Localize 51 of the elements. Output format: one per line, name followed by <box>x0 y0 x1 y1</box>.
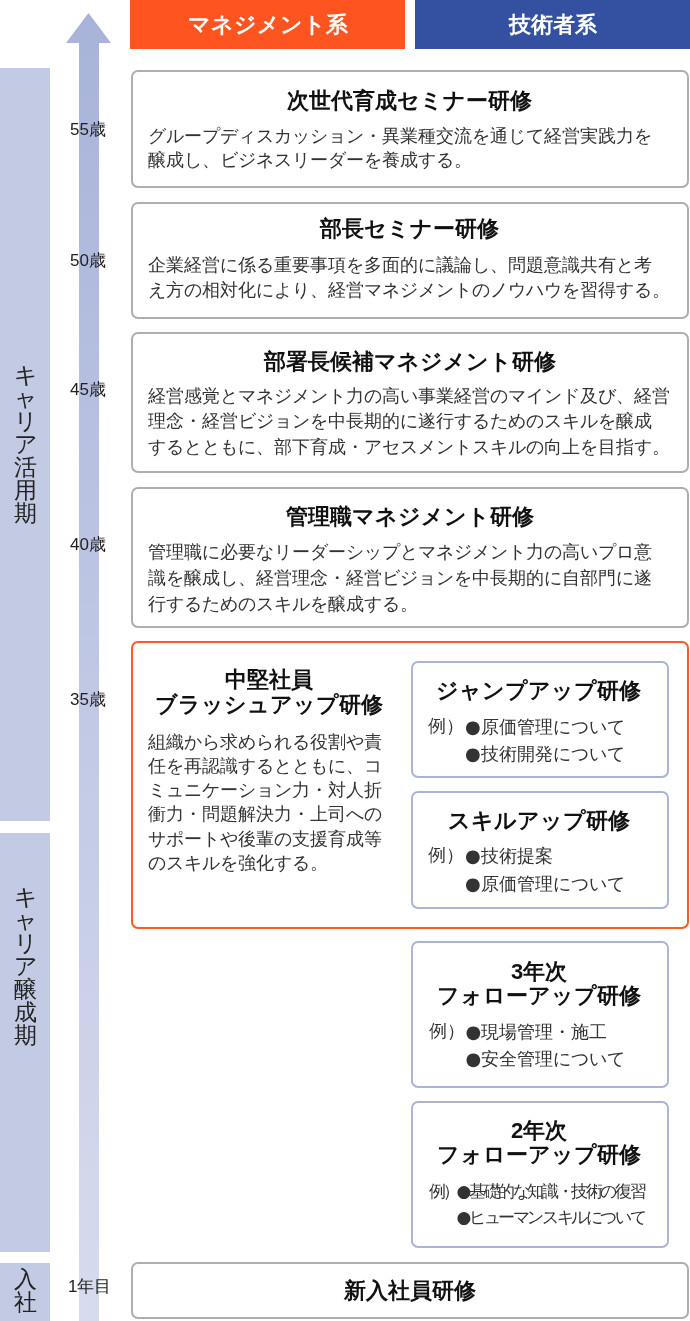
phase-band <box>0 1263 50 1321</box>
phase-band <box>0 833 50 1252</box>
course-title: 2年次フォローアップ研修 <box>437 1118 641 1167</box>
category-header: マネジメント系 <box>130 0 405 49</box>
course-box <box>131 1262 689 1319</box>
age-label: 55歳 <box>70 120 106 140</box>
course-box <box>131 70 689 188</box>
course-box <box>131 487 689 628</box>
age-label: 45歳 <box>70 380 106 400</box>
example-item: ●原価管理について <box>465 871 625 896</box>
course-box <box>411 1101 669 1248</box>
course-title: 部長セミナー研修 <box>320 216 499 241</box>
course-description: 企業経営に係る重要事項を多面的に議論し、問題意識共有と考え方の相対化により、経営マネジメントのノウハウを習得する。 <box>147 254 670 302</box>
course-title: 次世代育成セミナー研修 <box>287 88 532 113</box>
example-label: 例） <box>428 1181 458 1203</box>
example-label: 例） <box>428 1020 465 1043</box>
course-box <box>411 941 669 1088</box>
course-title: 新入社員研修 <box>343 1278 476 1303</box>
example-item: ●現場管理・施工 <box>465 1020 608 1044</box>
course-title: 部署長候補マネジメント研修 <box>263 349 556 374</box>
example-item: ●ヒューマンスキルについて <box>456 1206 645 1229</box>
age-label: 35歳 <box>70 690 106 710</box>
course-title: スキルアップ研修 <box>447 809 630 833</box>
age-label: 50歳 <box>70 251 106 271</box>
age-label: 1年目 <box>68 1277 112 1297</box>
example-label: 例） <box>428 843 464 867</box>
course-box <box>131 202 689 319</box>
example-label: 例） <box>428 715 464 738</box>
course-title: 中堅社員ブラッシュアップ研修 <box>155 666 383 717</box>
phase-label: キャリア醸成期 <box>13 886 37 1047</box>
phase-label: 入社 <box>13 1268 37 1314</box>
example-item: ●原価管理について <box>465 715 625 739</box>
course-box <box>410 790 669 909</box>
course-box <box>410 660 669 778</box>
course-description: 組織から求められる役割や責任を再認識するとともに、コミュニケーション力・対人折衝力・問題解決力・上司へのサポートや後輩の支援育成等のスキルを強化する。 <box>147 730 382 875</box>
example-item: ●技術提案 <box>465 843 553 868</box>
example-item: ●安全管理について <box>465 1046 626 1071</box>
example-item: ●基礎的な知識・技術の復習 <box>456 1180 645 1203</box>
age-label: 40歳 <box>70 535 106 555</box>
course-title: 管理職マネジメント研修 <box>285 504 534 529</box>
course-description: 管理職に必要なリーダーシップとマネジメント力の高いプロ意識を醸成し、経営理念・経営ビジョンを中長期的に自部門に遂行するためのスキルを醸成する。 <box>147 540 652 616</box>
course-title: 3年次フォローアップ研修 <box>437 959 641 1008</box>
course-group-box <box>131 641 689 929</box>
course-title: ジャンプアップ研修 <box>436 679 641 703</box>
category-header: 技術者系 <box>415 0 690 49</box>
course-box <box>131 332 689 473</box>
course-description: グループディスカッション・異業種交流を通じて経営実践力を醸成し、ビジネスリーダーを養成する。 <box>147 125 652 172</box>
phase-label: キャリア活用期 <box>13 364 37 525</box>
course-description: 経営感覚とマネジメント力の高い事業経営のマインド及び、経営理念・経営ビジョンを中長期的に遂行するためのスキルを醸成するとともに、部下育成・アセスメントスキルの向上を目指す。 <box>147 384 670 459</box>
example-item: ●技術開発について <box>465 741 625 766</box>
phase-band <box>0 68 50 821</box>
